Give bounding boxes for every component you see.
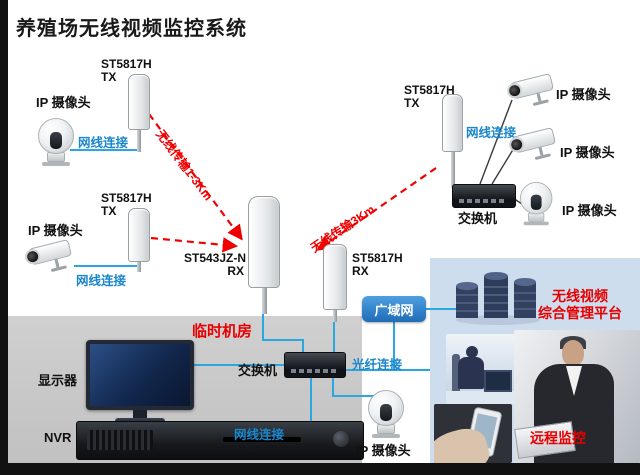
tx-right-label: ST5817H TX — [404, 83, 455, 110]
ip-camera-label-2: IP 摄像头 — [28, 223, 83, 238]
phone-hand-photo — [434, 404, 512, 463]
platform-label: 无线视频 综合管理平台 — [538, 288, 622, 321]
lan-label-2: 网线连接 — [76, 274, 127, 288]
right-cam2-line — [491, 147, 515, 185]
ip-camera-label-4: IP 摄像头 — [560, 145, 615, 160]
monitor-label: 显示器 — [38, 373, 78, 388]
camera-lens — [530, 194, 542, 210]
lan-label-right: 网线连接 — [466, 126, 517, 140]
temp-room-label: 临时机房 — [192, 323, 253, 340]
ptz-camera-bottom — [368, 390, 404, 438]
ip-camera-label-6: IP 摄像头 — [356, 443, 411, 458]
right-cam1-line — [479, 99, 513, 185]
nvr-knob — [333, 431, 349, 447]
rx-center-label: ST543JZ-N RX — [184, 251, 247, 278]
page-title: 养殖场无线视频监控系统 — [16, 18, 247, 40]
wireless-arrow-mid — [150, 236, 239, 253]
tx-mid-left-antenna — [128, 208, 150, 272]
right-switch — [452, 184, 516, 208]
tx-top-left-antenna — [128, 74, 150, 152]
rx-center-antenna — [248, 196, 280, 314]
main-switch — [284, 352, 346, 378]
bottom-border — [0, 463, 640, 475]
rx-small-label: ST5817H RX — [352, 251, 403, 278]
main-switch-label: 交换机 — [238, 363, 278, 378]
tx-top-left-label: ST5817H TX — [101, 57, 152, 84]
right-switch-label: 交换机 — [458, 211, 498, 226]
ip-camera-label-3: IP 摄像头 — [556, 87, 611, 102]
monitor — [86, 340, 194, 424]
rx-small-antenna — [323, 244, 347, 322]
remote-monitor-label: 远程监控 — [530, 430, 586, 446]
tx-mid-left-label: ST5817H TX — [101, 191, 152, 218]
nvr-label: NVR — [44, 430, 72, 445]
nvr-device — [76, 421, 364, 460]
camera-lens — [50, 131, 62, 149]
camera-lens — [380, 403, 392, 421]
businessman-photo — [514, 330, 640, 463]
lan-label-1: 网线连接 — [78, 136, 129, 150]
operator-photo — [446, 334, 520, 404]
monitor-screen — [90, 344, 190, 406]
tx-right-antenna — [442, 94, 463, 188]
camera-ball — [38, 118, 74, 154]
lan-label-bottom: 网线连接 — [234, 428, 285, 442]
servers-illustration — [456, 272, 540, 325]
camera-lens — [505, 81, 524, 100]
bullet-camera-right-2 — [507, 127, 558, 165]
camera-lens — [23, 247, 42, 266]
ip-camera-label-5: IP 摄像头 — [562, 203, 617, 218]
wireless-label-long: 无线传输1-3Km — [153, 127, 216, 204]
bullet-camera-left — [23, 239, 74, 277]
wan-badge: 广域网 — [362, 296, 426, 322]
left-border — [0, 0, 8, 475]
camera-lens — [507, 135, 526, 154]
bullet-camera-right-1 — [505, 73, 556, 111]
fiber-label: 光纤连接 — [352, 358, 403, 372]
ptz-camera-top-left — [38, 118, 74, 166]
ptz-camera-right — [520, 182, 553, 226]
ip-camera-label-1: IP 摄像头 — [36, 95, 91, 110]
